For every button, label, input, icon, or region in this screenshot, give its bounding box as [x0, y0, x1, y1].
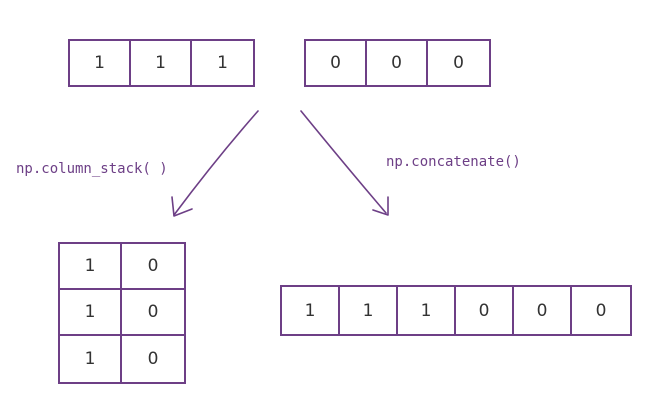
matrix-cell: 0 — [147, 349, 159, 369]
array-cell: 1 — [398, 287, 456, 334]
arrow-head-concatenate — [372, 196, 389, 216]
input-array-ones: 1 1 1 — [68, 39, 255, 87]
arrow-column-stack — [173, 110, 259, 216]
array-cell: 0 — [367, 41, 428, 85]
array-cell: 1 — [131, 41, 192, 85]
array-cell: 1 — [70, 41, 131, 85]
matrix-cell: 0 — [122, 244, 184, 290]
array-cell: 1 — [340, 287, 398, 334]
array-cell: 0 — [595, 300, 607, 321]
column-stack-label: np.column_stack( ) — [16, 161, 168, 177]
array-cell: 1 — [282, 287, 340, 334]
array-cell: 0 — [453, 53, 464, 73]
matrix-cell: 1 — [60, 244, 122, 290]
input-array-zeros: 0 0 0 — [304, 39, 491, 87]
array-cell: 0 — [514, 287, 572, 334]
arrow-head-column-stack — [171, 196, 193, 217]
matrix-cell: 1 — [60, 290, 122, 336]
array-cell: 1 — [217, 53, 228, 73]
concatenate-label: np.concatenate() — [386, 154, 521, 170]
array-cell: 0 — [306, 41, 367, 85]
concatenate-result: 1 1 1 0 0 0 — [280, 285, 632, 336]
column-stack-result: 1 0 1 0 1 0 — [58, 242, 186, 384]
arrow-concatenate — [300, 110, 387, 214]
array-cell: 0 — [456, 287, 514, 334]
matrix-cell: 1 — [60, 336, 122, 382]
matrix-cell: 0 — [122, 290, 184, 336]
